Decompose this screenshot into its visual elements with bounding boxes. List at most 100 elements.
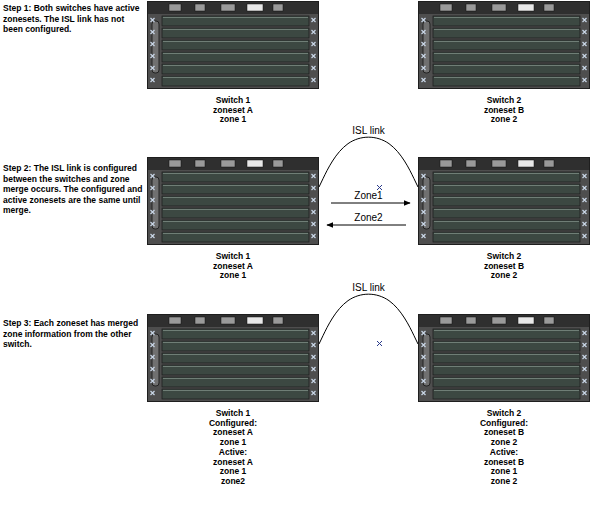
caption-line: zone 1	[147, 438, 319, 448]
top-module	[492, 4, 506, 11]
slot-highlight	[434, 29, 579, 30]
switch-chassis	[147, 1, 319, 89]
module-slot	[162, 76, 309, 86]
slot-screw	[312, 391, 316, 395]
slot-highlight	[434, 77, 579, 78]
module-slot	[433, 28, 580, 38]
slot-screw	[312, 186, 316, 190]
slot-highlight	[163, 65, 308, 66]
caption-line: zoneset A	[147, 262, 319, 272]
slot-screw	[151, 210, 155, 214]
caption-line: Switch 2	[418, 96, 590, 106]
top-module	[544, 4, 554, 11]
top-module	[273, 4, 283, 11]
top-module	[466, 160, 476, 167]
slot-screw	[312, 174, 316, 178]
link-label: ISL link	[350, 282, 386, 293]
slot-highlight	[434, 53, 579, 54]
switch-chassis	[147, 157, 319, 245]
slot-screw	[583, 54, 587, 58]
module-slot	[433, 172, 580, 182]
top-module	[221, 317, 235, 324]
module-slot	[162, 329, 309, 339]
caption-line: Configured:	[147, 419, 319, 429]
caption-line: zone 2	[418, 438, 590, 448]
step-note: Step 3: Each zoneset has merged zone inf…	[3, 318, 145, 350]
caption-line: Switch 2	[418, 252, 590, 262]
switch-caption: Switch 1zoneset Azone 1	[147, 245, 319, 281]
slot-screw	[312, 18, 316, 22]
module-slot	[433, 389, 580, 399]
slot-screw	[312, 234, 316, 238]
top-module	[169, 317, 181, 324]
slot-screw	[422, 222, 426, 226]
slot-screw	[151, 331, 155, 335]
link-connector	[327, 225, 406, 226]
module-slot	[433, 40, 580, 50]
chassis-frame	[148, 158, 319, 245]
slot-highlight	[163, 29, 308, 30]
switch-node: Switch 1zoneset Azone 1	[147, 1, 319, 125]
caption-line: zone 2	[418, 477, 590, 487]
slot-screw	[422, 186, 426, 190]
slot-screw	[422, 174, 426, 178]
caption-line: zoneset A	[147, 428, 319, 438]
top-module	[492, 317, 506, 324]
top-module	[273, 160, 283, 167]
module-slot	[162, 40, 309, 50]
switch-chassis	[418, 157, 590, 245]
slot-screw	[312, 343, 316, 347]
module-slot	[162, 28, 309, 38]
slot-screw	[312, 379, 316, 383]
slot-screw	[583, 222, 587, 226]
caption-line: zone 2	[418, 271, 590, 281]
top-module	[544, 160, 554, 167]
slot-screw	[422, 66, 426, 70]
slot-highlight	[434, 185, 579, 186]
slot-screw	[422, 391, 426, 395]
top-module	[247, 317, 263, 324]
caption-line: zoneset B	[418, 106, 590, 116]
link-label: Zone1	[352, 190, 384, 201]
module-slot	[162, 365, 309, 375]
slot-screw	[422, 30, 426, 34]
top-module	[440, 160, 452, 167]
chassis-handle	[423, 177, 430, 229]
module-slot	[433, 232, 580, 242]
chassis-handle	[423, 21, 430, 73]
slot-screw	[151, 367, 155, 371]
slot-screw	[151, 355, 155, 359]
slot-screw	[583, 355, 587, 359]
module-slot	[162, 353, 309, 363]
switch-chassis	[418, 314, 590, 402]
slot-highlight	[434, 342, 579, 343]
slot-screw	[151, 234, 155, 238]
slot-screw	[422, 379, 426, 383]
slot-screw	[583, 78, 587, 82]
top-module	[518, 4, 534, 11]
slot-highlight	[434, 17, 579, 18]
slot-highlight	[434, 197, 579, 198]
slot-screw	[422, 343, 426, 347]
slot-screw	[312, 42, 316, 46]
module-slot	[162, 389, 309, 399]
module-slot	[433, 64, 580, 74]
switch-node: Switch 1zoneset Azone 1	[147, 157, 319, 281]
slot-screw	[422, 198, 426, 202]
chassis-top	[419, 2, 589, 14]
slot-highlight	[434, 221, 579, 222]
slot-screw	[312, 331, 316, 335]
module-slot	[162, 208, 309, 218]
module-slot	[162, 52, 309, 62]
chassis-handle	[152, 334, 159, 386]
slot-highlight	[434, 209, 579, 210]
caption-line: zone 1	[147, 115, 319, 125]
slot-screw	[422, 355, 426, 359]
slot-screw	[422, 234, 426, 238]
slot-screw	[583, 379, 587, 383]
top-module	[544, 317, 554, 324]
top-module	[169, 4, 181, 11]
slot-screw	[583, 391, 587, 395]
slot-screw	[312, 355, 316, 359]
